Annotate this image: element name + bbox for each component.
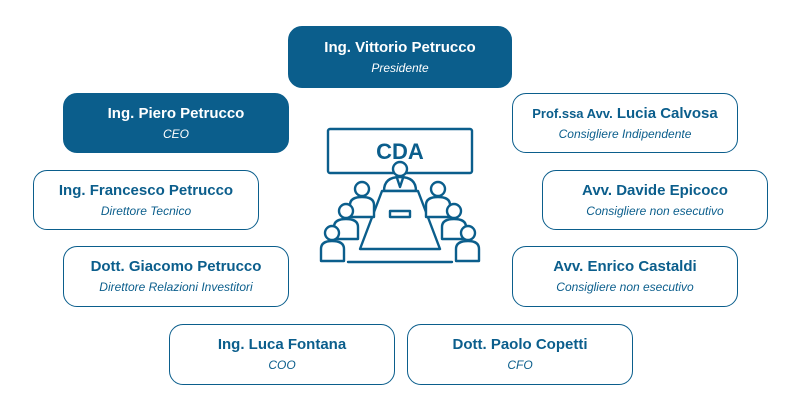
member-name: Avv. Davide Epicoco [582,181,728,199]
member-role: CFO [507,358,533,372]
card-coo: Ing. Luca Fontana COO [169,324,395,385]
member-name-prefix: Prof.ssa Avv. [532,105,613,121]
member-role: Direttore Relazioni Investitori [99,280,253,294]
member-name: Avv. Enrico Castaldi [553,258,697,275]
member-role: COO [268,358,296,372]
card-president: Ing. Vittorio Petrucco Presidente [288,26,512,88]
member-role: Consigliere Indipendente [558,126,692,141]
member-name: Ing. Luca Fontana [217,336,347,353]
member-role: CEO [162,126,189,141]
person-head-icon [382,160,418,193]
card-investor-relations: Dott. Giacomo Petrucco Direttore Relazio… [63,246,289,307]
person-right-3-icon [454,224,481,263]
member-name-main: Lucia Calvosa [616,104,718,122]
member-role: Presidente [371,60,429,75]
member-role: Direttore Tecnico [100,203,192,218]
card-calvosa: Prof.ssa Avv. Lucia Calvosa Consigliere … [512,93,738,153]
person-left-3-icon [319,224,346,263]
board-meeting-icon: CDA [319,127,481,264]
meeting-table [358,189,442,251]
member-role: Consigliere non esecutivo [556,280,694,294]
member-name: Prof.ssa Avv. Lucia Calvosa [532,105,718,123]
member-name: Dott. Paolo Copetti [452,336,588,353]
member-role: Consigliere non esecutivo [586,203,724,218]
card-cfo: Dott. Paolo Copetti CFO [407,324,633,385]
person-right-1-icon [424,180,452,219]
member-name: Ing. Vittorio Petrucco [324,38,476,56]
person-left-1-icon [348,180,376,219]
member-name: Ing. Francesco Petrucco [58,181,234,199]
card-technical-director: Ing. Francesco Petrucco Direttore Tecnic… [33,170,259,230]
card-ceo: Ing. Piero Petrucco CEO [63,93,289,153]
card-castaldi: Avv. Enrico Castaldi Consigliere non ese… [512,246,738,307]
member-name: Dott. Giacomo Petrucco [90,258,262,275]
table-document [388,209,412,219]
card-epicoco: Avv. Davide Epicoco Consigliere non esec… [542,170,768,230]
member-name: Ing. Piero Petrucco [107,104,245,122]
board-label: CDA [376,139,424,164]
